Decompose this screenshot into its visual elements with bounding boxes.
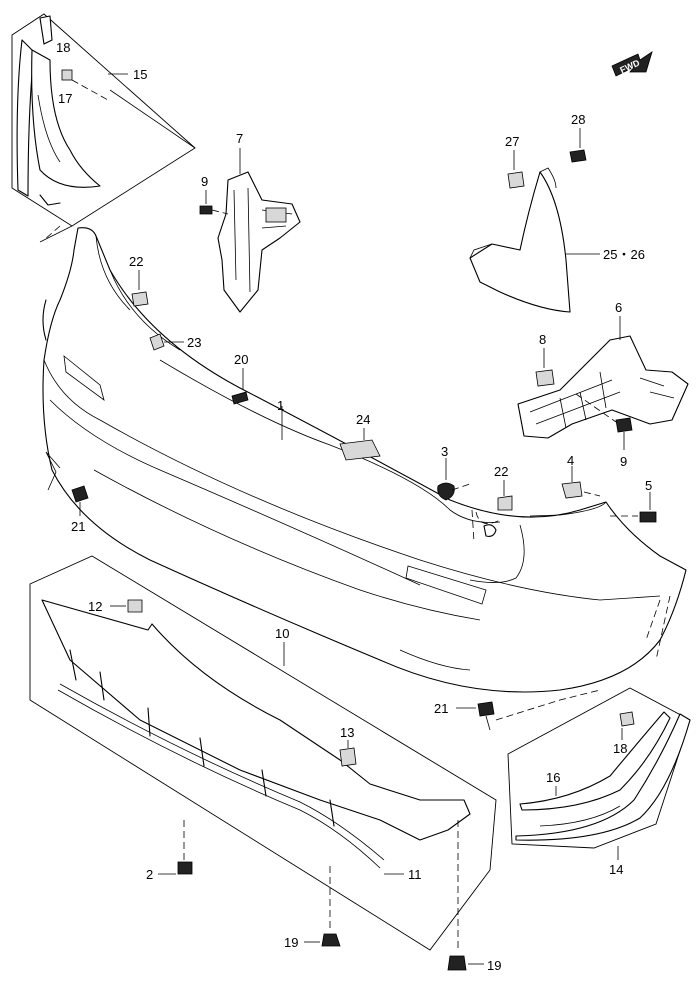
callout-9-left: 9 [201,174,208,189]
callout-4: 4 [567,453,574,468]
bumper-fasteners-group [71,270,657,523]
callout-3: 3 [441,444,448,459]
lower-right-extension-group [507,687,691,860]
clip-19-right [447,955,467,971]
group-box-10 [29,555,497,951]
extension-strip-16-part [519,711,671,811]
extension-panel-part [31,49,101,188]
callout-2: 2 [146,867,153,882]
group-box-14 [507,687,691,849]
box-15-edge [39,225,73,243]
callout-21-right: 21 [434,701,448,716]
callout-22-left: 22 [129,254,143,269]
callout-14: 14 [609,862,623,877]
bracket-right-group [517,316,689,450]
callout-15: 15 [133,67,147,82]
strip-11-part [57,689,381,869]
lower-reinforcement-group [29,555,497,971]
clip-19-left [321,933,341,947]
callout-11: 11 [408,867,422,882]
callout-10: 10 [275,626,289,641]
callout-21-left: 21 [71,519,85,534]
callout-12: 12 [88,599,102,614]
callout-16: 16 [546,770,560,785]
screw-9-left [199,205,213,215]
fwd-direction-badge: FWD [611,51,653,77]
callout-24: 24 [356,412,370,427]
callout-19-right: 19 [487,958,501,973]
clip-27-part [507,171,525,189]
nut-4-part [561,481,583,499]
plate-24-part [339,439,381,461]
callout-6: 6 [615,300,622,315]
callout-18-upper: 18 [56,40,70,55]
callout-27: 27 [505,134,519,149]
nut-22-left [131,291,149,307]
screw-21-right [477,701,495,717]
screw-21-left [71,485,89,503]
screw-21-lower-group [456,689,601,731]
screw-9-right [615,417,633,433]
bolt-3-part [437,482,455,501]
clip-13-part [339,747,357,767]
callout-20: 20 [234,352,248,367]
screw-28-part [569,149,587,163]
upper-left-extension-group [11,13,196,227]
callout-1: 1 [277,398,284,413]
callout-19-left: 19 [284,935,298,950]
reinforcement-10-part [41,599,471,841]
callout-25-26: 25・26 [603,247,645,262]
screw-5-part [639,511,657,523]
bumper-cover-1-part [42,227,687,693]
callout-28: 28 [571,112,585,127]
callout-8: 8 [539,332,546,347]
mudflap-group [469,128,600,313]
bolt-2-part [177,861,193,875]
callout-labels: 1 2 3 4 5 6 7 8 9 9 10 11 12 13 14 15 16… [56,40,652,973]
callout-23: 23 [187,335,201,350]
box-15-diagonal [109,89,196,149]
callout-7: 7 [236,131,243,146]
bracket-left-group [199,148,301,313]
group-box-15 [11,13,196,227]
clip-23-part [149,333,165,351]
callout-9-right: 9 [620,454,627,469]
mudflap-25-26-part [469,171,571,313]
bracket-6-part [517,335,689,439]
clip-8-part [535,369,555,387]
callout-18-lower: 18 [613,741,627,756]
callout-13: 13 [340,725,354,740]
extension-panel-part-lower [515,713,691,841]
clip-18-part [61,69,73,81]
reference-line [43,225,61,241]
bracket-7-part [217,171,301,313]
clip-18-lower-part [619,711,635,727]
callout-22-right: 22 [494,464,508,479]
screw-20-part [231,391,249,405]
callout-17: 17 [58,91,72,106]
callout-5: 5 [645,478,652,493]
nut-22-right [497,495,513,511]
clip-12-part [127,599,143,613]
